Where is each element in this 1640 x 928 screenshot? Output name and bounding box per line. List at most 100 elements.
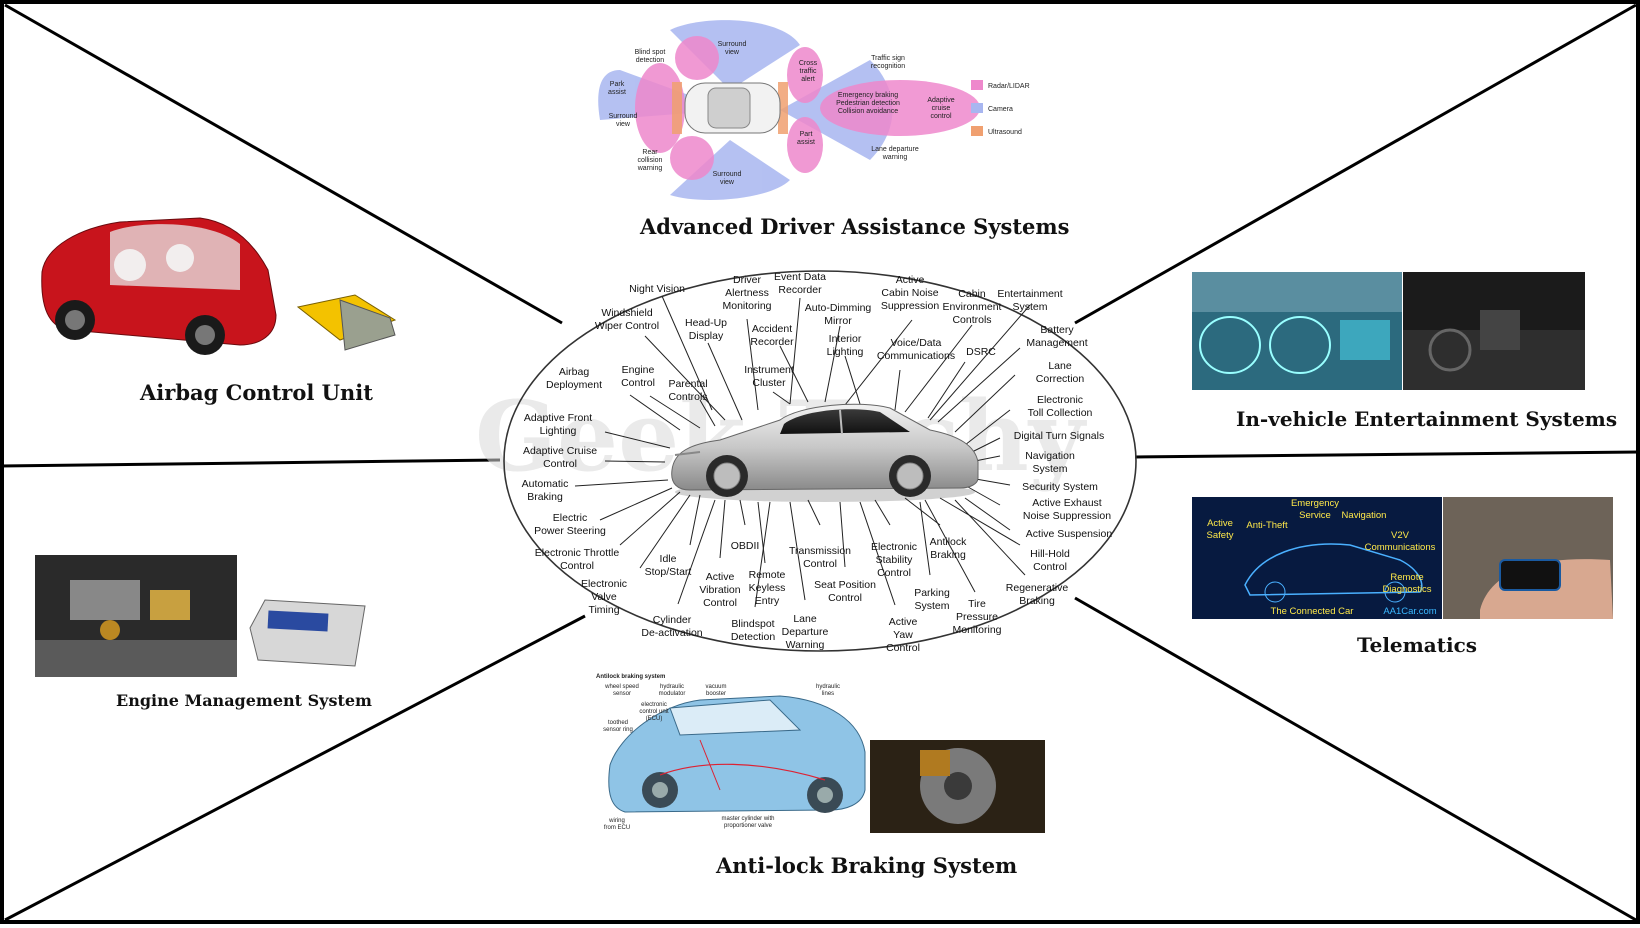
ecu-connector-line	[844, 355, 861, 405]
divider-lines	[0, 3, 1640, 922]
ecu-connector-line	[757, 501, 766, 564]
ecu-connector-line	[967, 486, 1001, 506]
ecu-connector-line	[739, 499, 746, 526]
ecu-ellipse	[503, 270, 1137, 652]
ecu-label: DSRC	[966, 346, 996, 358]
telematics-feature-label: Anti-Theft	[1246, 520, 1288, 531]
adas-legend-label: Radar/LIDAR	[988, 83, 1030, 90]
ecu-connector-line	[964, 409, 1011, 446]
ecu-connector-line	[649, 395, 701, 429]
ecu-connector-line	[707, 342, 743, 421]
obd-dongle-image	[1443, 497, 1613, 619]
ecu-connector-line	[927, 361, 966, 419]
legend-swatch-radar	[971, 80, 983, 90]
ecu-label: Digital Turn Signals	[1014, 430, 1104, 442]
ecu-connector-line	[772, 391, 791, 405]
ecu-connector-line	[807, 499, 821, 526]
ecu-connector-line	[661, 295, 713, 411]
infotainment-title: In-vehicle Entertainment Systems	[1236, 407, 1618, 431]
ecu-connector-line	[824, 325, 841, 403]
ecu-connector-line	[929, 304, 1031, 421]
ecu-connector-line	[719, 499, 726, 559]
telematics-title: Telematics	[1357, 633, 1478, 657]
ecu-label: OBDII	[731, 540, 760, 552]
ecu-connector-line	[629, 394, 681, 431]
ecu-connector-line	[859, 501, 896, 606]
adas-legend-label: Ultrasound	[988, 129, 1022, 136]
ecu-connector-line	[964, 497, 1011, 531]
airbag-title: Airbag Control Unit	[140, 380, 373, 405]
adas-legend	[971, 80, 983, 136]
ecu-connector-line	[689, 494, 701, 546]
engine-ecu-module-image	[249, 599, 366, 667]
ecu-connector-line	[789, 501, 806, 601]
telematics-feature-label: Navigation	[1342, 510, 1387, 521]
ecu-connector-line	[599, 487, 673, 521]
ecu-connector-line	[779, 345, 809, 403]
ecu-connector-line	[639, 494, 691, 569]
ecu-label: Active Suspension	[1026, 528, 1113, 540]
infotainment-dashboard-image	[1192, 272, 1402, 390]
adas-legend-label: Camera	[988, 106, 1013, 113]
ecu-connector-line	[604, 460, 666, 463]
engine-title: Engine Management System	[116, 691, 372, 710]
adas-car-topview	[684, 82, 781, 134]
ecu-connector-line	[904, 324, 973, 413]
ecu-connector-line	[839, 501, 846, 568]
ecu-connector-line	[789, 297, 801, 405]
legend-swatch-ultrasound	[971, 126, 983, 136]
ecu-connector-line	[954, 374, 1016, 433]
central-car-image	[671, 403, 979, 502]
ecu-connector-line	[699, 399, 716, 427]
